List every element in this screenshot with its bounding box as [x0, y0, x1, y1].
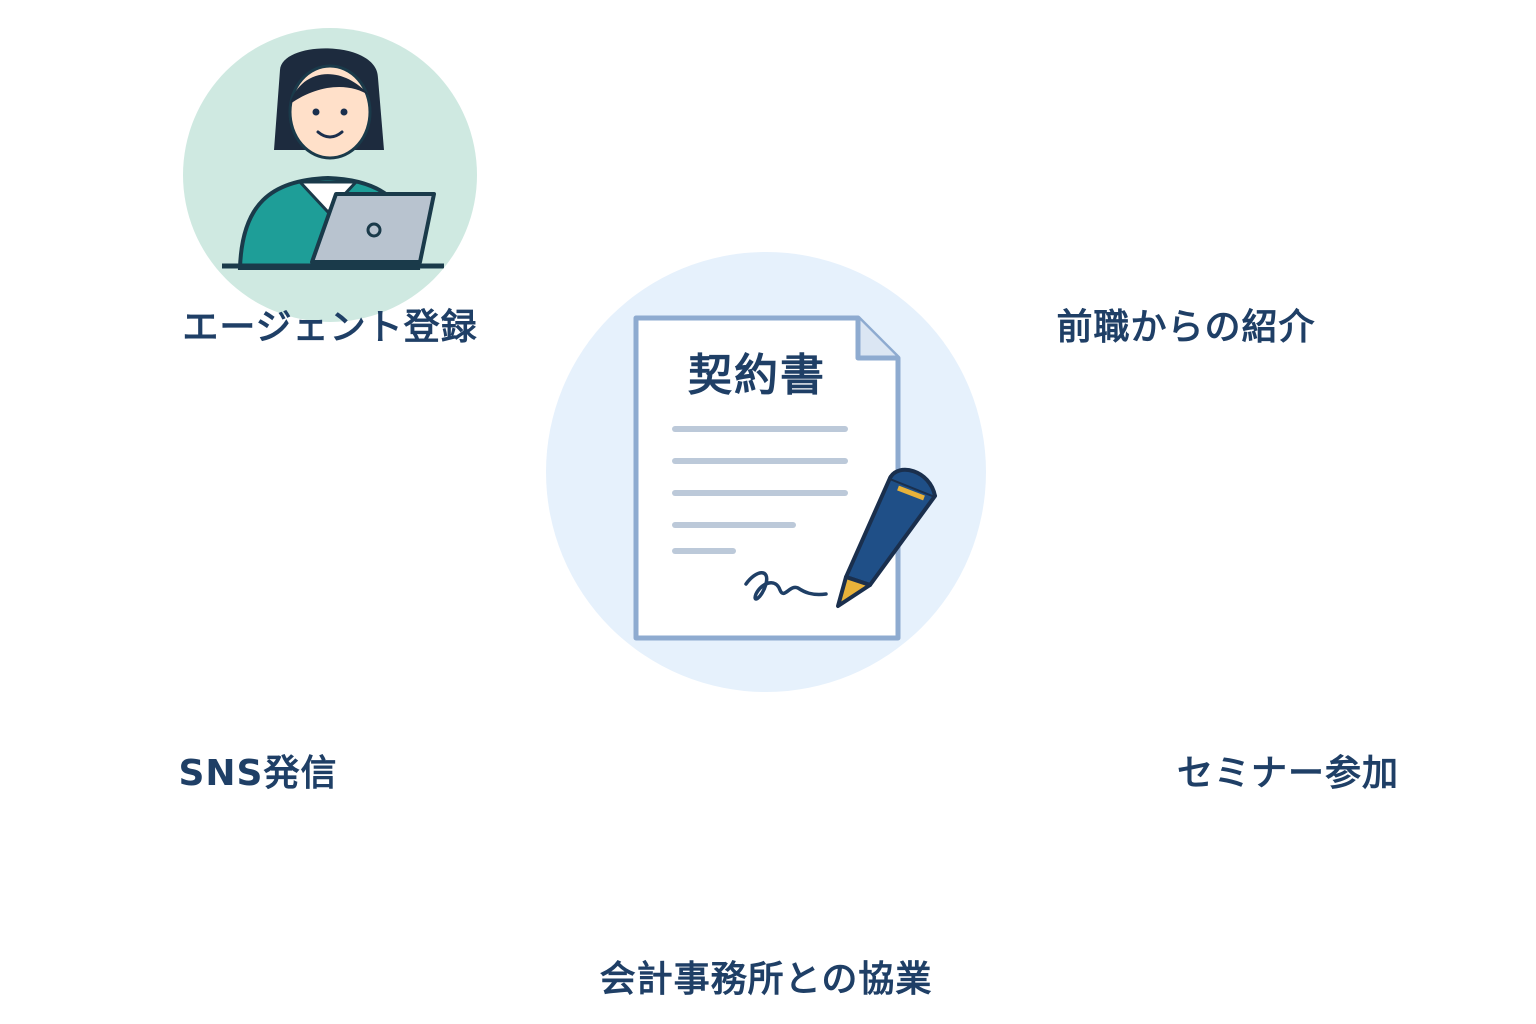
accounting-label: 会計事務所との協業 — [599, 959, 933, 1000]
sns-label: SNS発信 — [178, 753, 338, 794]
agent-label: エージェント登録 — [182, 307, 478, 348]
seminar-label: セミナー参加 — [1176, 753, 1400, 794]
pen-icon — [836, 467, 937, 608]
contract-document-icon — [633, 315, 901, 641]
referral-label: 前職からの紹介 — [1056, 307, 1316, 348]
laptop-woman-icon — [222, 48, 444, 270]
document-title: 契約書 — [688, 350, 826, 401]
